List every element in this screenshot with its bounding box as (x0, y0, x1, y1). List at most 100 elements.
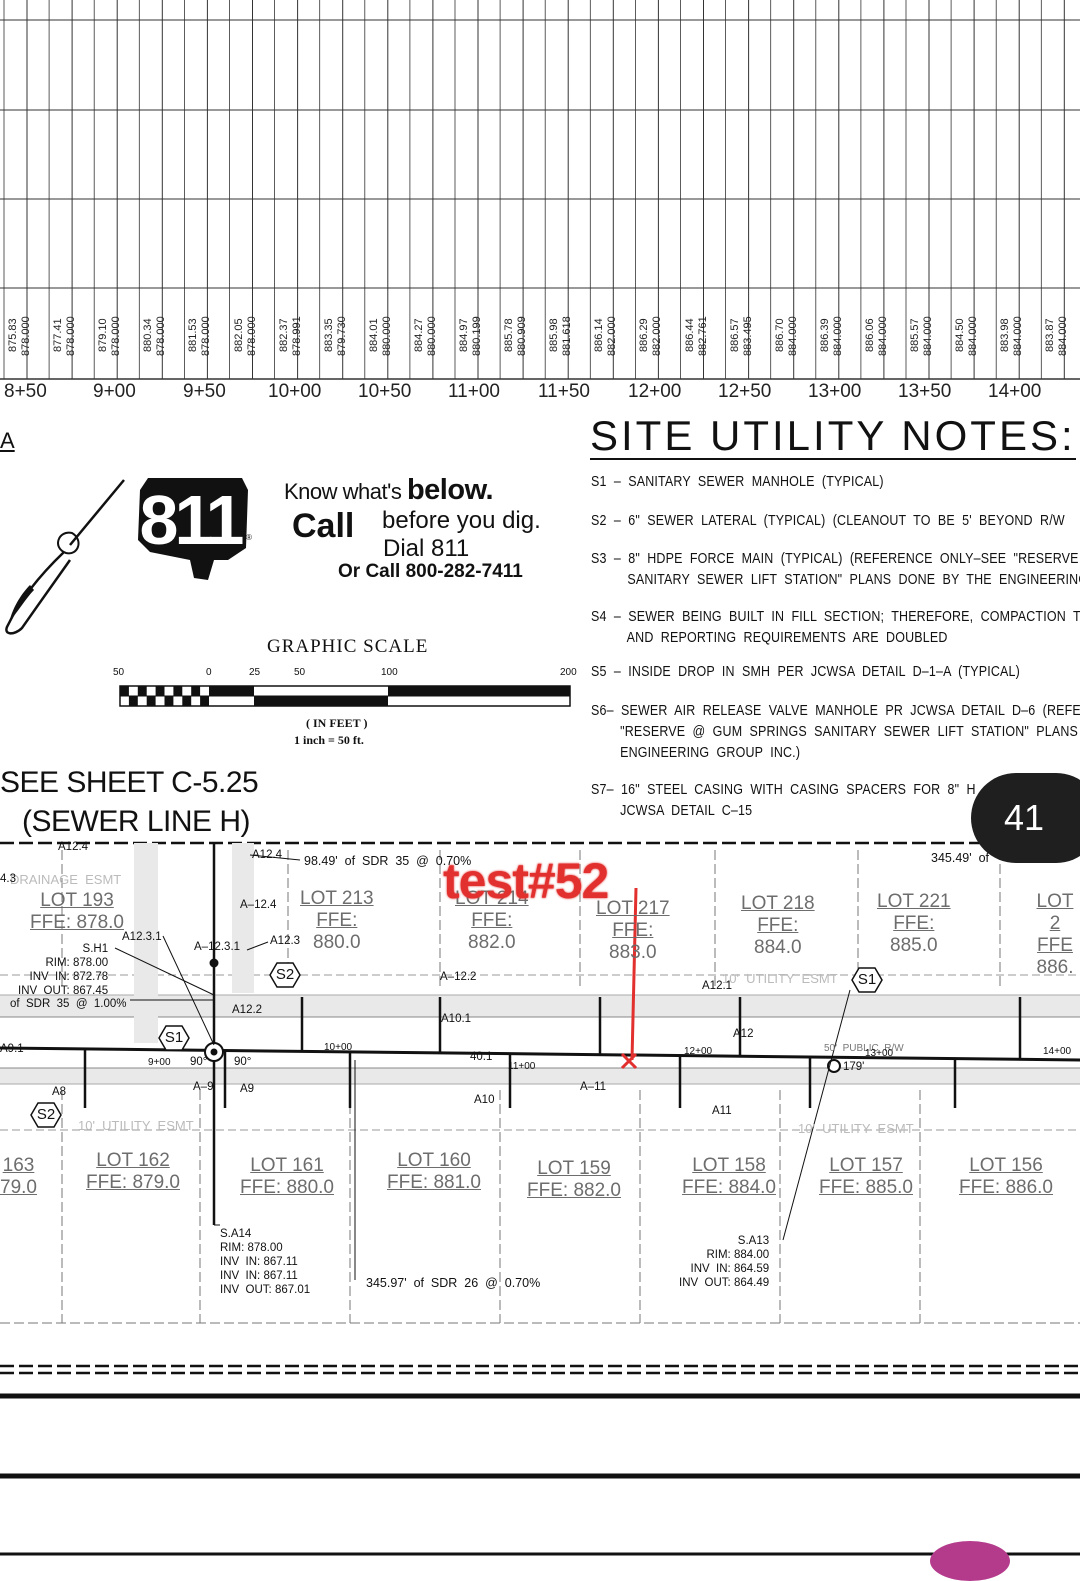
pipe-label-top-right: 345.49' of (931, 851, 989, 865)
know-text: Know what's (284, 479, 402, 504)
scale-check (120, 686, 129, 696)
plan-tag: 40.1 (470, 1051, 493, 1063)
lot-name: LOT 193 (40, 890, 114, 911)
lot-ffe-value: 885.0 (890, 935, 938, 956)
site-utility-notes-title: SITE UTILITY NOTES: (590, 412, 1076, 460)
profile-grid-verticals (3, 0, 1065, 379)
plan-tag: 4.3 (0, 873, 16, 885)
plan-tag: A–9 (193, 1081, 214, 1093)
lot-ffe-label: FFE: (757, 915, 799, 936)
pipe-label-top-left: 98.49' of SDR 35 @ 0.70% (304, 854, 472, 868)
elevation-proposed: 878.000 (200, 316, 213, 356)
svg-text:811: 811 (140, 481, 243, 559)
station-label: 12+50 (718, 381, 772, 402)
plan-tag: A–12.3.1 (194, 941, 241, 953)
drainage-esmt-label: DRAINAGE ESMT (10, 872, 122, 887)
lot-name: 163 (2, 1155, 35, 1176)
page-number-badge[interactable]: 41 (971, 773, 1080, 863)
hex-callout-label: S2 (275, 966, 295, 983)
lot-name: LOT 161 (250, 1155, 324, 1176)
elevation-proposed: 882.000 (651, 316, 664, 356)
lot-ffe-label: FFE: (612, 920, 654, 941)
lot-ffe: 79.0 (0, 1177, 37, 1198)
note-s4: S4 – SEWER BEING BUILT IN FILL SECTION; … (591, 609, 1080, 646)
scale-tick-label: 0 (206, 667, 212, 678)
lot-name: LOT 214 (455, 888, 529, 909)
elevation-existing: 886.29 (638, 318, 651, 352)
station-label: 9+00 (93, 381, 136, 402)
lot-ffe: FFE: 880.0 (240, 1177, 334, 1198)
lot-ffe: FFE: 886.0 (959, 1177, 1053, 1198)
scale-tick-label: 50 (294, 667, 306, 678)
elevation-proposed: 882.000 (606, 316, 619, 356)
scale-check (182, 696, 192, 706)
plan-tag: A10.1 (441, 1013, 472, 1025)
pipe-label-left: of SDR 35 @ 1.00% (10, 998, 127, 1010)
station-label: 13+50 (898, 381, 952, 402)
note-s1: S1 – SANITARY SEWER MANHOLE (TYPICAL) (591, 474, 884, 490)
elevation-existing: 886.70 (773, 318, 786, 352)
scale-tick-label: 50 (113, 667, 125, 678)
plan-station-label: 11+00 (508, 1061, 536, 1072)
lot-ffe-label: FFE: (893, 913, 935, 934)
lot-ffe: FFE: 884.0 (682, 1177, 776, 1198)
see-sheet-line2: (SEWER LINE H) (22, 805, 251, 838)
station-label: 11+50 (538, 381, 590, 402)
plan-tag: A–12.4 (240, 899, 277, 911)
elevation-proposed: 884.000 (1057, 316, 1070, 356)
graphic-scale-title: GRAPHIC SCALE (267, 636, 429, 657)
elevation-existing: 880.34 (142, 318, 155, 352)
elevation-existing: 883.98 (999, 318, 1012, 352)
lot-ffe-value: 880.0 (313, 932, 361, 953)
utility-esmt-label-top: 10' UTILITY ESMT (722, 971, 838, 986)
scale-check (173, 686, 183, 696)
plan-station-label: 12+00 (684, 1046, 713, 1057)
elevation-existing: 882.05 (232, 318, 245, 352)
scale-tick-label: 100 (381, 667, 398, 678)
plan-tag: A12.4 (58, 841, 89, 853)
lot-name: LOT 213 (300, 888, 374, 909)
dial-811-text: Dial 811 (383, 535, 470, 562)
manhole-sa14-data: S.A14 RIM: 878.00 INV IN: 867.11 INV IN:… (220, 1228, 311, 1296)
plan-tag: 179' (843, 1061, 865, 1073)
station-label: 12+00 (628, 381, 682, 402)
logo-811-icon: 811 ® (5, 478, 252, 635)
utility-esmt-label-right: 10' UTILITY ESMT (798, 1121, 914, 1136)
lot-ffe-label: FFE: (471, 910, 513, 931)
elevation-existing: 886.39 (818, 318, 831, 352)
elevation-existing: 877.41 (52, 318, 65, 352)
elevation-existing: 886.57 (728, 318, 741, 352)
elevation-proposed: 878.000 (155, 316, 168, 356)
scale-check (164, 696, 174, 706)
elevation-existing: 879.10 (97, 318, 110, 352)
lot-ffe: FFE: 882.0 (527, 1180, 621, 1201)
plan-tag: A9.1 (0, 1043, 24, 1055)
below-text: below. (406, 474, 494, 506)
lot-name: LOT 221 (877, 891, 951, 912)
lot-name: LOT 156 (969, 1155, 1043, 1176)
lot-name: LOT 157 (829, 1155, 903, 1176)
elevation-existing: 886.14 (593, 318, 606, 352)
graphic-scale-units: ( IN FEET ) (306, 716, 368, 730)
plan-tag: A12.4 (252, 849, 283, 861)
lot-name: LOT 2 (1036, 891, 1074, 934)
lot-ffe: FFE: 885.0 (819, 1177, 913, 1198)
station-label: 13+00 (808, 381, 862, 402)
station-label: 14+00 (988, 381, 1042, 402)
know-whats-below: Know what's below. (284, 474, 494, 507)
or-call-text: Or Call 800-282-7411 (338, 561, 523, 582)
sewer-plan (0, 841, 1080, 1556)
hex-callout-label: S1 (857, 971, 877, 988)
hex-callout (30, 1102, 62, 1128)
scale-check (128, 696, 138, 706)
elevation-proposed: 880.000 (380, 316, 393, 356)
